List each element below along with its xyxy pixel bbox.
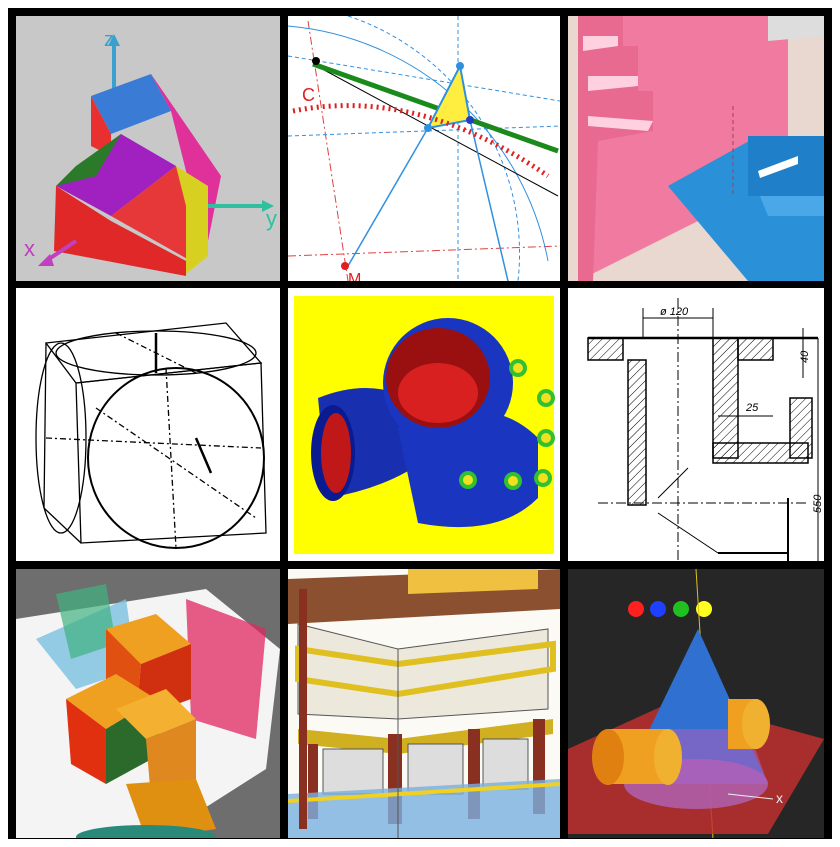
building-perspective: [288, 569, 560, 839]
diameter-label: ø 120: [660, 306, 689, 318]
cell-cone-cylinder: x: [568, 569, 824, 839]
blue-dot: [650, 601, 666, 617]
cell-geometric-construction: C M: [288, 16, 560, 281]
x-label: x: [24, 236, 35, 261]
z-label: z: [104, 29, 114, 51]
green-dot: [673, 601, 689, 617]
cube-sketch: [35, 322, 267, 549]
image-grid: z y x C M: [8, 8, 832, 839]
x-axis-label: x: [776, 790, 783, 806]
cell-cube-model-photo: [16, 569, 280, 839]
yellow-dot: [696, 601, 712, 617]
cell-technical-drawing: ø 120 40 25 550: [568, 288, 824, 561]
dim550-label: 550: [812, 494, 824, 513]
folded-planes-photo: [568, 16, 824, 281]
cell-pipe-fitting: [288, 288, 560, 561]
construction-illustration: C M: [288, 16, 560, 281]
green-line: [312, 61, 559, 154]
cell-building-drawing: [288, 569, 560, 839]
red-dot: [628, 601, 644, 617]
dotted-curve: [292, 103, 550, 179]
m-label: M: [348, 271, 361, 281]
block-axes-illustration: z y x: [24, 29, 277, 276]
section-drawing: ø 120 40 25 550: [587, 298, 824, 561]
c-label: C: [302, 85, 315, 105]
cube-model-photo: [16, 569, 280, 839]
dim40-label: 40: [799, 350, 811, 363]
cone-cylinder-render: x: [568, 569, 824, 839]
yellow-triangle: [426, 62, 472, 130]
cell-folded-planes: [568, 16, 824, 281]
block-roof: [56, 134, 176, 216]
block-top-face: [91, 74, 171, 134]
y-label: y: [266, 206, 277, 231]
dim25-label: 25: [745, 402, 759, 414]
cell-cube-sketch: [16, 288, 280, 561]
pipe-fitting-render: [294, 296, 555, 554]
cell-block-axes: z y x: [16, 16, 280, 281]
